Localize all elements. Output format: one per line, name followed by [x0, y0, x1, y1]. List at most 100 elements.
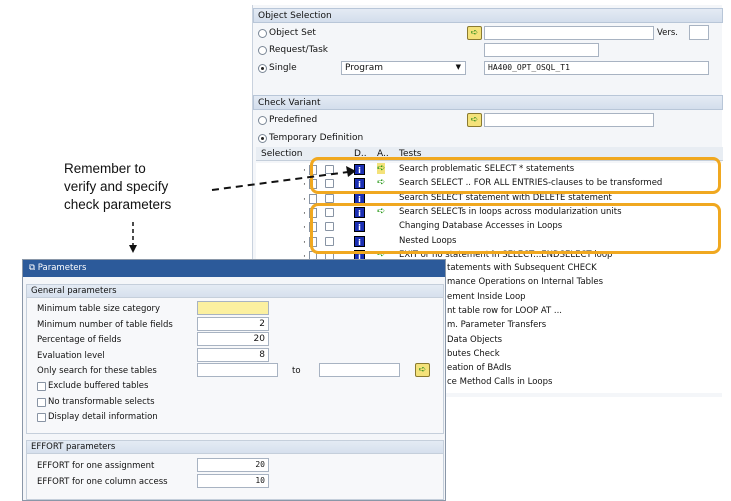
field-input[interactable]: 20	[197, 332, 269, 346]
radio-request-task[interactable]: Request/Task	[258, 45, 328, 55]
table-from-input[interactable]	[197, 363, 278, 377]
label: Object Set	[269, 28, 316, 38]
test-checkbox[interactable]	[325, 179, 334, 189]
test-label: Search SELECT .. FOR ALL ENTRIES-clauses…	[399, 178, 663, 189]
test-label: ement Inside Loop	[447, 291, 526, 302]
test-checkbox[interactable]	[325, 222, 334, 232]
info-icon[interactable]: i	[354, 235, 365, 247]
test-row[interactable]: · i ➪ Search SELECTs in loops across modula…	[256, 206, 726, 220]
type-select[interactable]: Program ▼	[341, 61, 466, 75]
tree-bullet: ·	[303, 208, 306, 219]
annotation-line: Remember to	[64, 161, 146, 176]
tree-bullet: ·	[303, 223, 306, 234]
test-label: m. Parameter Transfers	[447, 320, 547, 331]
col-tests: Tests	[399, 149, 422, 159]
test-label: Search SELECTs in loops across modulariz…	[399, 206, 622, 217]
program-input[interactable]: HA400_OPT_OSQL_T1	[484, 61, 709, 75]
test-checkbox[interactable]	[325, 236, 334, 246]
field-input[interactable]: 8	[197, 347, 269, 362]
dashed-arrow-line	[211, 171, 349, 191]
checkbox-label: Display detail information	[48, 412, 158, 422]
annotation-line: verify and specify	[64, 179, 169, 194]
arrow-head	[346, 166, 356, 177]
test-row[interactable]: · i Changing Database Accesses in Loops	[256, 220, 726, 234]
annotation-text: Remember to verify and specify check par…	[64, 160, 171, 214]
effort-parameters-section: EFFORT parameters EFFORT for one assignm…	[26, 440, 444, 500]
document-icon	[309, 165, 317, 175]
section-title: EFFORT parameters	[27, 441, 443, 454]
request-input[interactable]	[484, 43, 599, 57]
to-label: to	[292, 366, 301, 376]
annotation-line: check parameters	[64, 197, 172, 212]
test-label: Search problematic SELECT * statements	[399, 164, 575, 174]
radio-temporary[interactable]: Temporary Definition	[258, 133, 363, 143]
chevron-down-icon: ▼	[455, 63, 461, 71]
test-checkbox[interactable]	[325, 207, 334, 217]
dialog-title-bar: ⧉ Parameters	[23, 260, 445, 277]
parameters-dialog: ⧉ Parameters General parameters Minimum …	[22, 259, 446, 501]
test-label: tatements with Subsequent CHECK	[447, 263, 597, 273]
parameters-arrow-icon[interactable]: ➪	[377, 163, 386, 174]
tree-bullet: ·	[303, 194, 306, 205]
col-selection: Selection	[261, 149, 303, 159]
test-checkbox[interactable]	[325, 165, 334, 174]
label: Single	[269, 63, 297, 73]
radio-single[interactable]: Single	[258, 63, 297, 73]
general-parameters-section: General parameters Minimum table size ca…	[26, 284, 444, 434]
test-label: butes Check	[447, 348, 500, 359]
field-input[interactable]: 20	[197, 458, 269, 472]
option-checkbox[interactable]	[37, 382, 46, 391]
checkbox-label: Exclude buffered tables	[48, 381, 149, 391]
test-label: Data Objects	[447, 334, 503, 345]
test-label: ce Method Calls in Loops	[447, 377, 553, 388]
option-checkbox[interactable]	[37, 397, 46, 407]
arrow-head	[129, 245, 137, 253]
dialog-title: Parameters	[37, 263, 87, 273]
predefined-input[interactable]	[484, 113, 654, 127]
vers-label: Vers.	[657, 28, 679, 38]
label: Request/Task	[269, 45, 329, 55]
test-checkbox[interactable]	[325, 193, 334, 203]
value-help-icon[interactable]: ➪	[467, 113, 482, 127]
test-label: Changing Database Accesses in Loops	[399, 221, 563, 232]
parameters-arrow-icon[interactable]: ➪	[377, 248, 386, 260]
check-variant-header: Check Variant	[253, 95, 723, 110]
object-set-input[interactable]	[484, 26, 654, 40]
info-icon[interactable]: i	[354, 178, 365, 190]
field-input[interactable]	[197, 301, 269, 315]
info-icon[interactable]: i	[354, 206, 365, 218]
vers-input[interactable]	[689, 25, 709, 40]
field-label: EFFORT for one column access	[37, 477, 168, 487]
test-label: mance Operations on Internal Tables	[447, 277, 604, 288]
tree-bullet: ·	[303, 251, 306, 262]
radio-object-set[interactable]: Object Set	[258, 28, 316, 38]
test-label: nt table row for LOOP AT ...	[447, 305, 562, 316]
field-label: EFFORT for one assignment	[37, 461, 155, 471]
test-label: Search SELECT statement with DELETE stat…	[399, 192, 612, 203]
parameters-arrow-icon[interactable]: ➪	[377, 177, 386, 189]
info-icon[interactable]: i	[354, 164, 365, 175]
radio-predefined[interactable]: Predefined	[258, 115, 317, 125]
field-label: Percentage of fields	[37, 335, 122, 345]
col-a: A..	[377, 149, 389, 159]
value-help-icon[interactable]: ➪	[467, 26, 482, 40]
col-d: D..	[354, 149, 367, 159]
label: Predefined	[269, 115, 318, 125]
tree-bullet: ·	[303, 237, 306, 248]
range-label: Only search for these tables	[37, 366, 157, 376]
parameters-arrow-icon[interactable]: ➪	[377, 205, 386, 217]
multiple-selection-icon[interactable]: ➪	[415, 363, 430, 377]
table-to-input[interactable]	[319, 363, 400, 377]
field-input[interactable]: 2	[197, 316, 269, 331]
select-value: Program	[345, 63, 383, 73]
tree-bullet: ·	[303, 180, 306, 191]
test-row[interactable]: ·i➪Search problematic SELECT * statement…	[256, 163, 726, 177]
field-input[interactable]: 10	[197, 474, 269, 488]
test-row[interactable]: · i Nested Loops	[256, 235, 726, 249]
highlight-box-2	[310, 203, 721, 254]
info-icon[interactable]: i	[354, 221, 365, 233]
field-label: Evaluation level	[37, 350, 105, 361]
test-label: Nested Loops	[399, 235, 457, 246]
option-checkbox[interactable]	[37, 413, 46, 422]
